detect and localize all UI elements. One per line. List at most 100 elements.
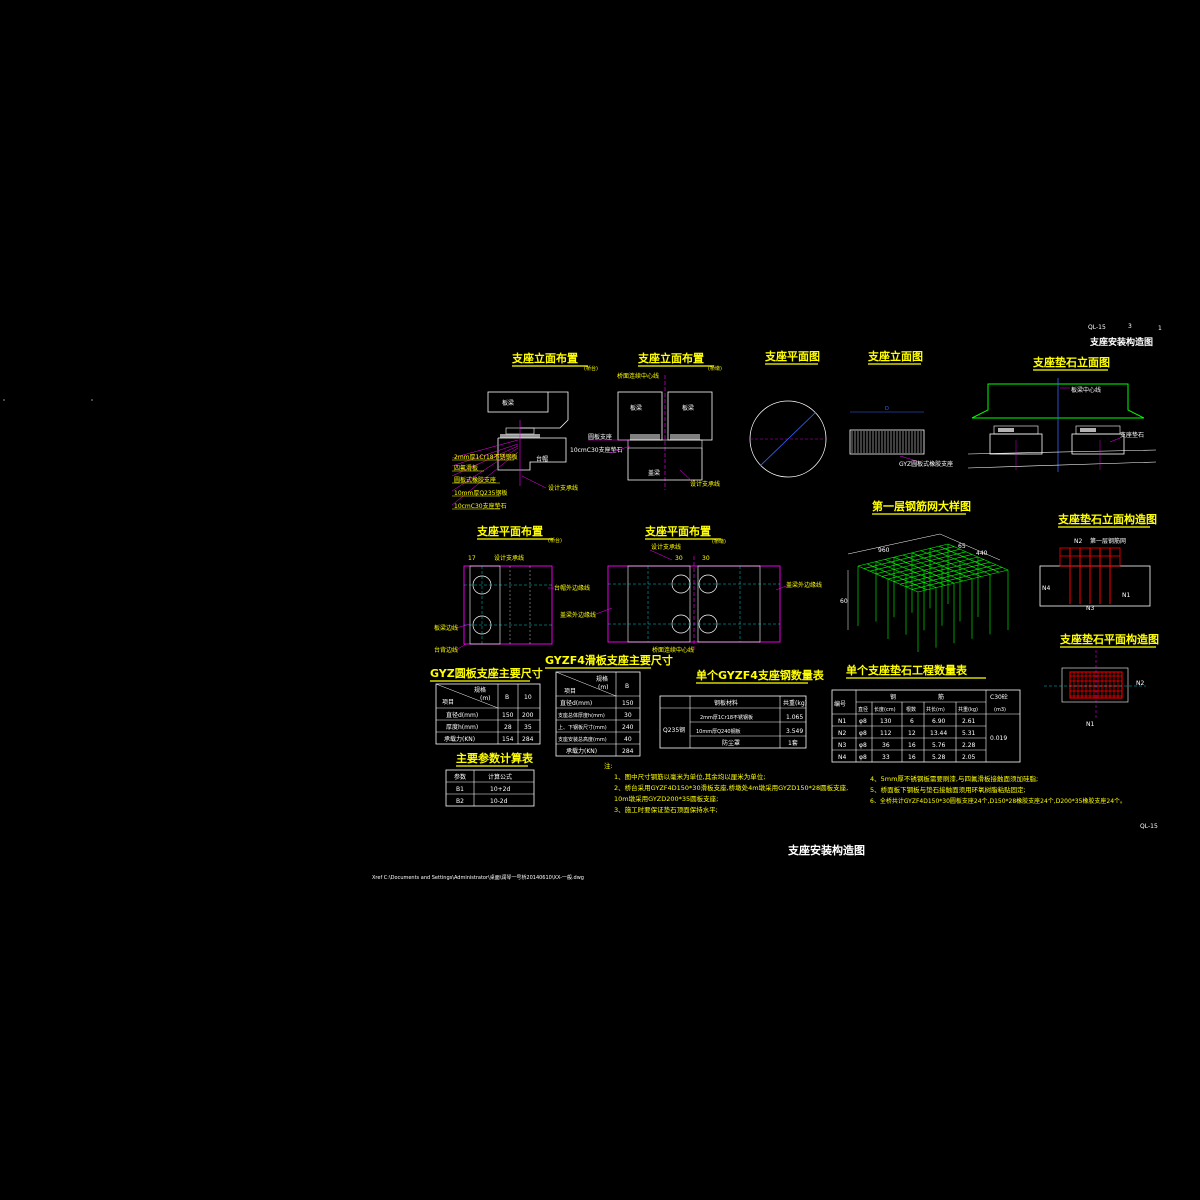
pad-h-bar: 筋	[938, 693, 944, 701]
gyz-col-b: B	[505, 694, 509, 701]
pad-r1-c2: 112	[880, 730, 892, 737]
pad-r0-c0: N1	[838, 718, 846, 725]
title-mesh: 第一层钢筋网大样图	[872, 499, 971, 513]
title-elev-small: 支座立面图	[867, 349, 923, 363]
cap-beam-label: 盖梁	[648, 469, 660, 477]
support-line-label: 设计支承线	[548, 484, 578, 492]
table-pad: 单个支座垫石工程数量表 编号 钢 筋 C30砼 直径 长度(cm) 根数 共长(…	[831, 663, 1021, 763]
title-pad-plan: 支座垫石平面构造图	[1059, 632, 1159, 646]
gyz-corner-left: 项目	[442, 699, 454, 706]
pad-h-steel: 钢	[890, 693, 896, 701]
plan-abut-support-label: 设计支承线	[494, 554, 524, 562]
slab-label: 板梁	[502, 399, 514, 407]
title-pad-elev2: 支座垫石立面构造图	[1057, 512, 1157, 526]
gyzf4-col-b: B	[625, 683, 629, 690]
gyz-col-10: 10	[524, 694, 532, 701]
legend-rubber-bearing: 圆板式橡胶支座	[454, 476, 496, 484]
qty-r0-c1: 2mm厚1Cr18不锈钢板	[700, 714, 753, 721]
dim-30a: 30	[675, 555, 683, 562]
plan-abut-back-edge-label: 台背边线	[434, 646, 458, 654]
pier-slab-right-label: 板梁	[682, 404, 694, 412]
table-calc: 主要参数计算表 参数 计算公式 B1 10+2d B2 10-2d	[445, 751, 535, 807]
gyzf4-r1-c1: 30	[624, 712, 632, 719]
table-qty-title: 单个GYZF4支座钢数量表	[696, 668, 825, 682]
pad-r1-c5: 5.31	[962, 730, 976, 737]
gyzf4-corner-unit: (m)	[598, 684, 609, 691]
view-titles-row2: 支座平面布置 (桥台) 支座平面布置 (桥墩) 第一层钢筋网大样图 支座垫石立面…	[476, 499, 1159, 648]
pad-elevation-view: 板梁中心线 支座垫石	[967, 378, 1157, 472]
gyzf4-corner-left: 项目	[564, 688, 576, 695]
table-calc-title: 主要参数计算表	[456, 751, 534, 765]
gyz-r2-c0: 承载力(KN)	[444, 735, 475, 743]
gyz-r0-c1: 150	[502, 712, 514, 719]
qty-r1-c0: Q235钢	[663, 726, 685, 734]
pad-table-rows: N1 φ8 130 6 6.90 2.61 N2 φ8 112 12 13.44…	[838, 718, 976, 761]
qty-r1-c2: 3.549	[786, 728, 803, 735]
title-plan-pier-sub: (桥墩)	[712, 538, 726, 545]
mesh-dim-d: 440	[976, 550, 988, 557]
pad-h2-total-len: 共长(m)	[926, 706, 945, 713]
pad-r3-c0: N4	[838, 754, 846, 761]
beam-center-label: 板梁中心线	[1071, 386, 1101, 394]
plan-pier-cap-edge-r-label: 盖梁外边缘线	[786, 581, 822, 589]
pad-plan-n2: N2	[1136, 680, 1144, 687]
xref-path: Xref C:\Documents and Settings\Administr…	[372, 874, 584, 881]
elevation-pier-view: 桥面连续中心线 板梁 板梁 盖梁 圆板支座 10cmC30支座垫石 设计支承线	[570, 372, 720, 490]
calc-h1: 计算公式	[488, 773, 512, 781]
pad-concrete-value: 0.019	[990, 735, 1007, 742]
sheet-footer: QL-15 支座安装构造图 Xref C:\Documents and Sett…	[372, 823, 1158, 881]
title-plan-circle: 支座平面图	[764, 349, 820, 363]
title-plan-pier: 支座平面布置	[644, 524, 711, 538]
table-gyzf4-title: GYZF4滑板支座主要尺寸	[545, 653, 673, 667]
plan-pier-support-label: 设计支承线	[651, 543, 681, 551]
pad-h2-m3: (m3)	[994, 707, 1006, 713]
gyzf4-r4-c0: 承载力(KN)	[566, 747, 597, 755]
gyz-r1-c1: 28	[504, 724, 512, 731]
pad-r0-c5: 2.61	[962, 718, 976, 725]
svg-text:D: D	[885, 406, 889, 412]
legend-cushion-stone: 10cmC30支座垫石	[454, 502, 507, 510]
plan-abutment-view: 17 设计支承线 台帽外边缘线 板梁边线 台背边线	[434, 554, 590, 654]
gyz-r2-c1: 154	[502, 736, 514, 743]
pad-r2-c0: N3	[838, 742, 846, 749]
pad-r2-c5: 2.28	[962, 742, 976, 749]
note-5: 5、桥面板下钢板与垫石接触面须用环氧树脂粘贴固定;	[870, 785, 1026, 794]
pier-support-line-label: 设计支承线	[690, 480, 720, 488]
plan-abut-cap-edge-label: 台帽外边缘线	[554, 584, 590, 592]
note-6: 6、全桥共计GYZF4D150*30圆板支座24个,D150*28橡胶支座24个…	[870, 797, 1126, 805]
gyz-corner-top: 规格	[474, 686, 486, 694]
gyzf4-r0-c0: 直径d(mm)	[560, 699, 592, 707]
plan-abut-slab-edge-label: 板梁边线	[434, 624, 458, 632]
legend-stainless-plate: 2mm厚1Cr18不锈钢板	[454, 453, 518, 461]
qty-r1-c1: 10mm厚Q240钢板	[696, 728, 741, 735]
sheet-title-top: 支座安装构造图	[1089, 336, 1153, 348]
elevation-small-view: D GYZ圆板式橡胶支座	[849, 406, 953, 468]
plan-pier-view: 设计支承线 30 30 盖梁外边缘线 盖梁外边缘线 桥面连续中心线	[560, 543, 822, 654]
pad-r0-c3: 6	[910, 718, 914, 725]
pad-r3-c2: 33	[882, 754, 890, 761]
sheet-title-bottom: 支座安装构造图	[787, 843, 865, 857]
pad-h2-total-wt: 共重(kg)	[958, 706, 978, 713]
pad-r3-c3: 16	[908, 754, 916, 761]
dim-17: 17	[468, 555, 476, 562]
sheet-page-no: 3	[1128, 323, 1132, 330]
title-elev-pier: 支座立面布置	[637, 351, 704, 365]
note-2: 2、桥台采用GYZF4D150*30滑板支座,桥墩处4m墩采用GYZD150*2…	[614, 783, 848, 792]
gyzf4-corner-top: 规格	[596, 675, 608, 683]
pad-r2-c4: 5.76	[932, 742, 946, 749]
note-4: 4、5mm厚不锈钢板需要刷漆,与四氟滑板接触面须加硅脂;	[870, 774, 1038, 783]
pad-r0-c1: φ8	[859, 718, 867, 725]
pad-h2-len: 长度(cm)	[874, 706, 896, 713]
pad-plan-n1: N1	[1086, 721, 1094, 728]
qty-r2-c1: 防尘罩	[722, 739, 740, 747]
title-plan-abutment-sub: (桥台)	[548, 537, 562, 544]
mesh-grid	[857, 543, 1009, 652]
n2-first-mesh-label: 第一层钢筋网	[1090, 537, 1126, 545]
legend-ptfe-plate: 四氟滑板	[454, 464, 478, 472]
sheet-header: QL-15 3 1 支座安装构造图	[1088, 323, 1162, 348]
gyzf4-r2-c0: 上、下钢板尺寸(mm)	[558, 724, 607, 731]
calc-r1-c1: 10-2d	[490, 798, 508, 805]
gyzf4-r3-c1: 40	[624, 736, 632, 743]
rubber-pad-label: 圆板支座	[588, 433, 612, 441]
